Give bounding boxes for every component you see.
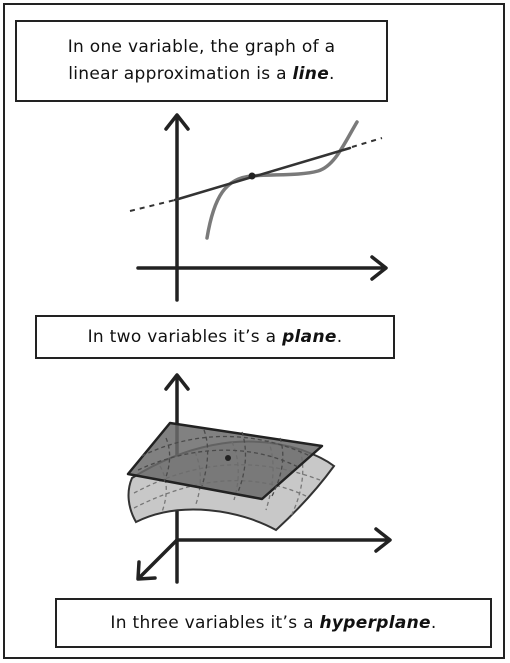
caption-two-variables-emphasis: plane (282, 327, 337, 347)
caption-three-variables-prefix: In three variables it’s a (110, 613, 320, 633)
tangent-line-dashed-right (351, 137, 383, 148)
vertical-axis-arrowhead (164, 373, 190, 391)
caption-two-variables: In two variables it’s a plane. (35, 315, 395, 359)
caption-three-variables-suffix: . (430, 613, 437, 633)
two-variable-graph (126, 373, 392, 584)
caption-one-variable-line1: In one variable, the graph of a (67, 37, 336, 57)
cubic-curve (205, 120, 359, 240)
caption-two-variables-prefix: In two variables it’s a (87, 327, 283, 347)
horizontal-axis-arrowhead (374, 527, 392, 553)
plane-grid (137, 429, 311, 497)
one-variable-graph (129, 113, 388, 302)
caption-one-variable-prefix: linear approximation is a (68, 64, 293, 84)
depth-axis-arrowhead (136, 560, 157, 581)
caption-one-variable-emphasis: line (292, 64, 330, 84)
caption-three-variables-emphasis: hyperplane (319, 613, 431, 633)
tangent-line (173, 146, 352, 202)
tangent-point (248, 172, 256, 180)
tangent-plane-point (225, 455, 231, 461)
caption-one-variable-line2: linear approximation is a line. (17, 61, 386, 88)
x-axis-arrowhead (370, 255, 388, 281)
depth-axis (138, 538, 179, 579)
caption-three-variables: In three variables it’s a hyperplane. (55, 598, 492, 648)
caption-one-variable-suffix: . (329, 64, 335, 84)
y-axis-arrowhead (164, 113, 190, 131)
tangent-plane (126, 421, 324, 501)
caption-two-variables-suffix: . (336, 327, 343, 347)
tangent-line-dashed-left (129, 199, 176, 212)
caption-one-variable: In one variable, the graph of a linear a… (15, 20, 388, 102)
